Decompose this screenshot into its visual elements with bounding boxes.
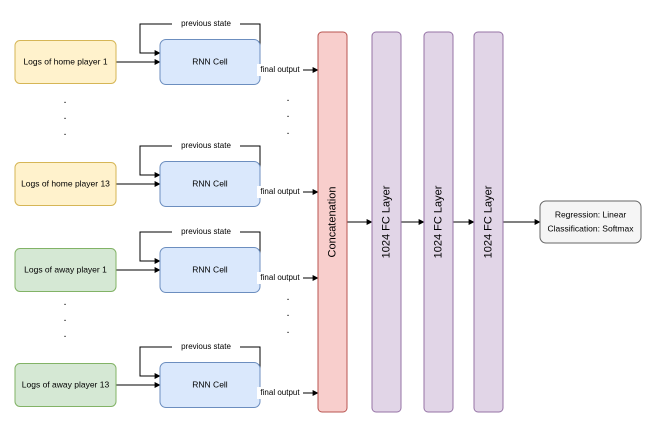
final-output-label-bg-3 bbox=[257, 272, 303, 284]
rnn-cell-3 bbox=[159, 247, 261, 293]
loop-prev-state-3 bbox=[139, 231, 261, 270]
rnn-cell-label-1: RNN Cell bbox=[192, 56, 228, 66]
final-output-label-2: final output bbox=[260, 187, 300, 196]
ellipsis-dot-2-2: . bbox=[286, 125, 289, 137]
ellipsis-dot-0-2: . bbox=[63, 126, 66, 138]
fc-layer-box-2 bbox=[423, 31, 454, 413]
prev-state-label-4: previous state bbox=[181, 342, 231, 351]
prev-state-label-3: previous state bbox=[181, 227, 231, 236]
rnn-cell-label-3: RNN Cell bbox=[192, 264, 228, 274]
concatenation-label: Concatenation bbox=[326, 187, 338, 258]
input-label-2: Logs of home player 13 bbox=[21, 178, 110, 188]
final-output-label-bg-4 bbox=[257, 387, 303, 399]
rnn-cell-1 bbox=[159, 39, 261, 85]
prev-state-label-bg-2 bbox=[172, 140, 240, 152]
fc-layer-box-1 bbox=[371, 31, 402, 413]
ellipsis-dot-3-0: . bbox=[286, 291, 289, 303]
fc-layer-box-3 bbox=[473, 31, 504, 413]
prev-state-label-bg-3 bbox=[172, 226, 240, 238]
input-box-1 bbox=[14, 40, 117, 84]
final-output-label-bg-1 bbox=[257, 64, 303, 76]
ellipsis-dot-2-0: . bbox=[286, 92, 289, 104]
final-output-label-1: final output bbox=[260, 65, 300, 74]
prev-state-label-1: previous state bbox=[181, 19, 231, 28]
fc-layer-label-1: 1024 FC Layer bbox=[380, 185, 392, 258]
output-classification-label: Classification: Softmax bbox=[548, 223, 635, 233]
prev-state-label-bg-1 bbox=[172, 18, 240, 30]
prev-state-label-2: previous state bbox=[181, 141, 231, 150]
final-output-label-4: final output bbox=[260, 388, 300, 397]
input-label-3: Logs of away player 1 bbox=[24, 264, 107, 274]
final-output-label-bg-2 bbox=[257, 186, 303, 198]
final-output-label-3: final output bbox=[260, 273, 300, 282]
ellipsis-dot-3-2: . bbox=[286, 324, 289, 336]
ellipsis-dot-1-2: . bbox=[63, 328, 66, 340]
fc-layer-label-3: 1024 FC Layer bbox=[482, 185, 494, 258]
loop-prev-state-2 bbox=[139, 145, 261, 184]
ellipsis-dot-2-1: . bbox=[286, 108, 289, 120]
rnn-cell-4 bbox=[159, 362, 261, 408]
ellipsis-dot-1-1: . bbox=[63, 312, 66, 324]
input-box-2 bbox=[14, 162, 117, 206]
output-box bbox=[539, 200, 642, 244]
loop-prev-state-4 bbox=[139, 346, 261, 385]
input-label-4: Logs of away player 13 bbox=[22, 379, 110, 389]
rnn-cell-2 bbox=[159, 161, 261, 207]
ellipsis-dot-1-0: . bbox=[63, 296, 66, 308]
output-regression-label: Regression: Linear bbox=[555, 209, 627, 219]
concatenation-box bbox=[317, 31, 348, 413]
loop-prev-state-1 bbox=[139, 23, 261, 62]
ellipsis-dot-0-1: . bbox=[63, 110, 66, 122]
input-label-1: Logs of home player 1 bbox=[23, 56, 107, 66]
rnn-cell-label-4: RNN Cell bbox=[192, 379, 228, 389]
rnn-cell-label-2: RNN Cell bbox=[192, 178, 228, 188]
ellipsis-dot-0-0: . bbox=[63, 94, 66, 106]
prev-state-label-bg-4 bbox=[172, 341, 240, 353]
ellipsis-dot-3-1: . bbox=[286, 307, 289, 319]
input-box-3 bbox=[14, 248, 117, 292]
fc-layer-label-2: 1024 FC Layer bbox=[432, 185, 444, 258]
input-box-4 bbox=[14, 363, 117, 407]
